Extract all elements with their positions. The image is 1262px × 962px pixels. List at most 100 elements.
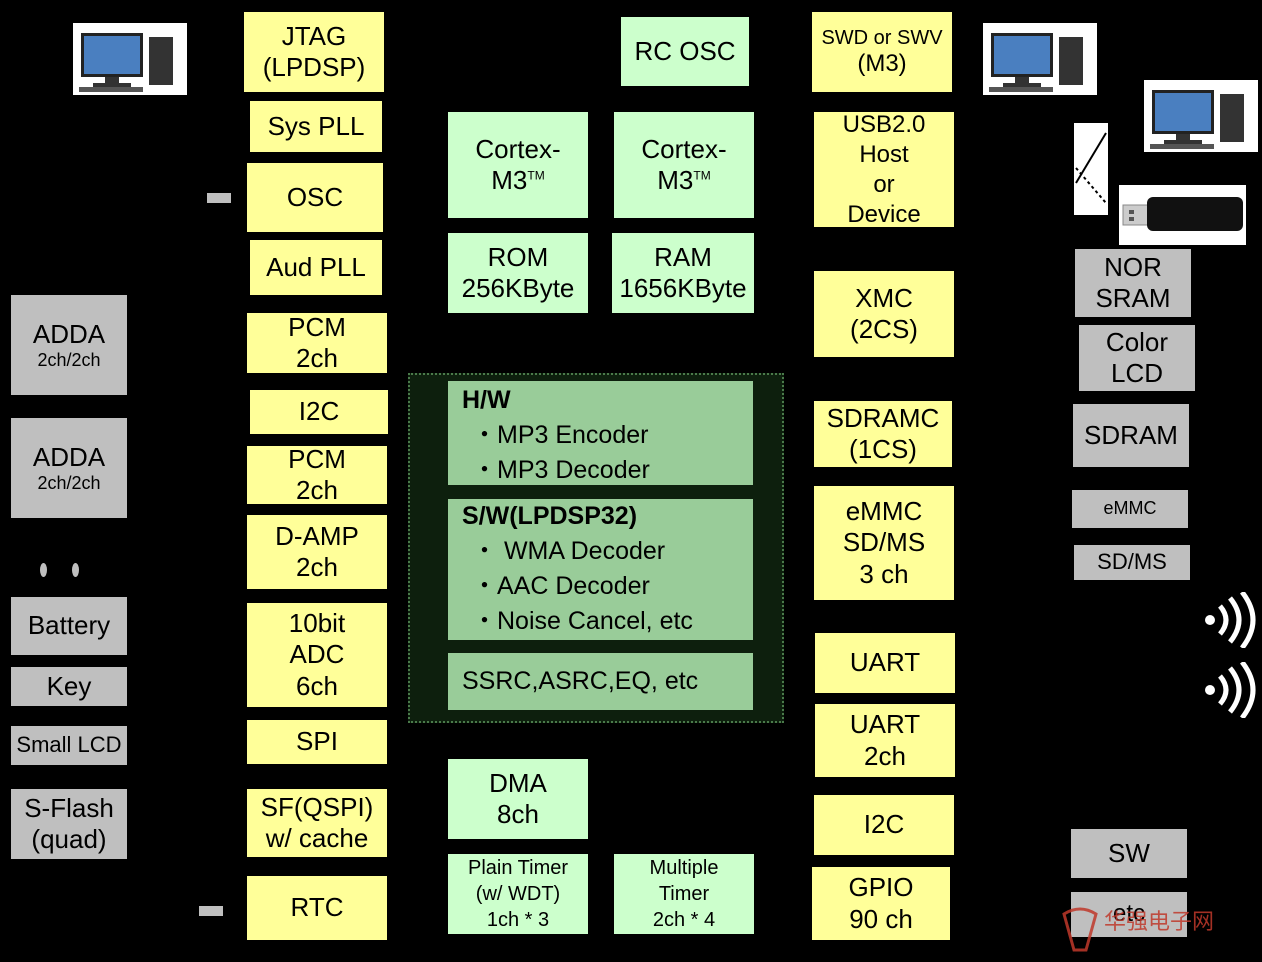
etc-label: etc <box>1112 900 1145 928</box>
swd-label: SWD or SWV <box>821 26 943 49</box>
usb-label: USB2.0 <box>842 110 926 138</box>
battery-block: Battery <box>11 597 127 655</box>
sflash-sublabel: (quad) <box>31 824 107 854</box>
multi-timer-channels: 2ch * 4 <box>652 909 716 931</box>
key-block: Key <box>11 667 127 706</box>
ssrc-block: SSRC,ASRC,EQ, etc <box>448 653 753 710</box>
sw-ext-block: SW <box>1071 829 1187 878</box>
rom-size: 256KByte <box>461 273 575 303</box>
adda2-block: ADDA 2ch/2ch <box>11 418 127 518</box>
adc-label: 10bit <box>288 608 346 639</box>
i2c-right-label: I2C <box>863 809 905 840</box>
small-lcd-label: Small LCD <box>16 732 122 758</box>
pcm2-sublabel: 2ch <box>296 475 338 505</box>
sf-label: SF(QSPI) <box>260 791 374 822</box>
plain-timer-channels: 1ch * 3 <box>486 909 550 931</box>
pc-icon <box>983 23 1097 95</box>
usb-device: Device <box>847 200 921 228</box>
ram-label: RAM <box>654 241 712 272</box>
damp-label: D-AMP <box>275 520 359 551</box>
cortex2-label: Cortex- <box>641 133 727 164</box>
adda2-label: ADDA <box>32 441 106 472</box>
cortex1-sublabel: M3TM <box>491 165 545 195</box>
osc-label: OSC <box>286 181 344 212</box>
aud-pll-label: Aud PLL <box>266 251 366 282</box>
sw-title: S/W(LPDSP32) <box>462 502 638 530</box>
sdms-label: SD/MS <box>1097 549 1167 575</box>
gpio-channels: 90 ch <box>849 903 913 934</box>
sdramc-block: SDRAMC (1CS) <box>814 401 952 467</box>
pcm2-label: PCM <box>288 443 346 474</box>
battery-label: Battery <box>27 610 111 641</box>
sf-block: SF(QSPI) w/ cache <box>247 789 387 857</box>
color-lcd-block: Color LCD <box>1079 325 1195 391</box>
ellipsis-dot <box>40 563 47 577</box>
hw-item: ・MP3 Encoder <box>472 421 649 449</box>
sw-item: ・Noise Cancel, etc <box>472 607 693 635</box>
hw-block: H/W ・MP3 Encoder ・MP3 Decoder <box>448 381 753 485</box>
emmc-channels: 3 ch <box>859 558 909 589</box>
nor-sram-block: NOR SRAM <box>1075 249 1191 317</box>
plain-timer-label: Plain Timer <box>467 857 569 879</box>
ellipsis-dot <box>72 563 79 577</box>
adda1-label: ADDA <box>32 318 106 349</box>
adda2-sublabel: 2ch/2ch <box>37 472 101 493</box>
sys-pll-label: Sys PLL <box>267 110 365 141</box>
adda1-block: ADDA 2ch/2ch <box>11 295 127 395</box>
sw-block: S/W(LPDSP32) ・ WMA Decoder ・AAC Decoder … <box>448 499 753 640</box>
sf-sublabel: w/ cache <box>265 823 369 853</box>
sdramc-sublabel: (1CS) <box>849 434 917 464</box>
i2c-right-block: I2C <box>814 795 954 855</box>
ssrc-label: SSRC,ASRC,EQ, etc <box>462 667 699 695</box>
rc-osc-block: RC OSC <box>621 17 749 86</box>
pcm1-sublabel: 2ch <box>296 343 338 373</box>
adc-sublabel: ADC <box>289 639 345 670</box>
multi-timer-label: Multiple <box>649 857 719 879</box>
cortex-m3-block-2: Cortex- M3TM <box>614 112 754 218</box>
dma-block: DMA 8ch <box>448 759 588 839</box>
gpio-block: GPIO 90 ch <box>812 867 950 940</box>
connector-mark <box>199 906 223 916</box>
i2c-left-block: I2C <box>250 390 388 434</box>
swd-block: SWD or SWV (M3) <box>812 12 952 92</box>
small-lcd-block: Small LCD <box>11 726 127 765</box>
jtag-label: JTAG <box>281 20 347 51</box>
cortex-m3-block-1: Cortex- M3TM <box>448 112 588 218</box>
pcm1-label: PCM <box>288 311 346 342</box>
sdms-block: SD/MS <box>1074 545 1190 580</box>
sw-item: ・ WMA Decoder <box>472 537 666 565</box>
spi-label: SPI <box>296 726 338 757</box>
sw-item: ・AAC Decoder <box>472 572 650 600</box>
dma-channels: 8ch <box>497 799 539 829</box>
adda1-sublabel: 2ch/2ch <box>37 349 101 370</box>
pcm1-block: PCM 2ch <box>247 311 387 373</box>
rc-osc-label: RC OSC <box>634 35 736 66</box>
uart2-sublabel: 2ch <box>864 740 906 771</box>
hw-item: ・MP3 Decoder <box>472 456 650 484</box>
spi-block: SPI <box>247 720 387 764</box>
key-label: Key <box>46 670 92 701</box>
hw-title: H/W <box>462 386 511 414</box>
aud-pll-block: Aud PLL <box>250 240 382 295</box>
emmc-block: eMMC SD/MS 3 ch <box>814 486 954 600</box>
ram-size: 1656KByte <box>619 273 747 303</box>
ram-block: RAM 1656KByte <box>612 233 754 313</box>
adc-channels: 6ch <box>296 670 338 701</box>
emmc-label: eMMC <box>845 496 923 527</box>
sflash-label: S-Flash <box>24 792 114 823</box>
sdram-label: SDRAM <box>1084 419 1178 450</box>
usb-stick-icon <box>1119 185 1246 245</box>
watermark-logo: 华强电子网 <box>1060 900 1260 960</box>
pcm2-block: PCM 2ch <box>247 443 387 505</box>
watermark-text: 华强电子网 <box>1104 909 1215 934</box>
xmc-label: XMC <box>855 282 913 313</box>
swd-sublabel: (M3) <box>857 49 907 77</box>
jtag-block: JTAG (LPDSP) <box>244 12 384 92</box>
multi-timer-block: Multiple Timer 2ch * 4 <box>614 854 754 934</box>
emmc-ext-label: eMMC <box>1103 498 1157 519</box>
multi-timer-sublabel: Timer <box>658 883 710 905</box>
nor-label: NOR <box>1104 251 1162 282</box>
i2c-left-label: I2C <box>298 396 340 427</box>
plain-timer-sublabel: (w/ WDT) <box>475 883 561 905</box>
speaker-icon <box>1202 590 1262 650</box>
